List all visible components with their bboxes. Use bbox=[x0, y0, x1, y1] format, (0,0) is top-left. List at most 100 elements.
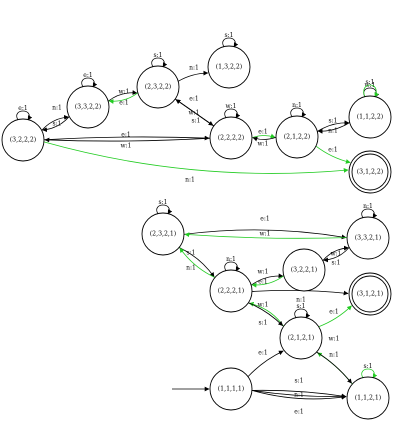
edge-path bbox=[294, 308, 311, 319]
state-node: (1,3,2,2) bbox=[207, 45, 251, 89]
state-label: (3,3,2,2) bbox=[75, 104, 101, 111]
edge-label: w:1 bbox=[119, 89, 130, 96]
edge-label: s:1 bbox=[259, 320, 268, 327]
edge-path bbox=[318, 305, 352, 328]
edge-label: e:1 bbox=[83, 72, 92, 79]
edge-label: s:1 bbox=[332, 260, 341, 267]
state-circle bbox=[282, 248, 326, 292]
edge-label: s:1 bbox=[329, 118, 338, 125]
edge-label: w:1 bbox=[260, 231, 271, 238]
edge-path bbox=[151, 57, 168, 68]
state-circle bbox=[209, 269, 253, 313]
edge: s:1 bbox=[361, 363, 378, 379]
edge-label: s:1 bbox=[225, 32, 234, 39]
edge-label: e:1 bbox=[294, 409, 303, 416]
state-node: (2,2,2,2) bbox=[209, 116, 253, 160]
edge-path bbox=[178, 247, 215, 278]
edge-label: e:1 bbox=[258, 350, 267, 357]
state-node: (1,1,2,1) bbox=[346, 376, 390, 420]
edge-path bbox=[44, 137, 211, 143]
edge: e:1 bbox=[108, 92, 139, 107]
edge-path bbox=[247, 350, 284, 377]
edge-label: e:1 bbox=[260, 216, 269, 223]
edge-label: w:1 bbox=[258, 141, 269, 148]
edge: n:1 bbox=[43, 141, 349, 184]
state-circle bbox=[136, 65, 180, 109]
state-circle bbox=[279, 316, 323, 360]
state-circle bbox=[209, 367, 253, 411]
edge: e:1 bbox=[251, 390, 347, 416]
edge: s:1 bbox=[251, 378, 347, 399]
edge-label: w:1 bbox=[189, 110, 200, 117]
state-label: (1,1,2,1) bbox=[355, 395, 381, 402]
edge-label: w:1 bbox=[226, 103, 237, 110]
edge-path bbox=[363, 84, 379, 98]
edge-label: n:1 bbox=[185, 177, 195, 184]
edge-label: s:1 bbox=[159, 199, 168, 206]
edge: s:1 bbox=[323, 247, 350, 267]
state-label: (2,2,2,1) bbox=[218, 288, 244, 295]
edge: n:1 bbox=[224, 256, 241, 272]
edge: w:1 bbox=[248, 302, 284, 327]
edge-path bbox=[184, 232, 348, 239]
state-node: (3,1,2,1) bbox=[348, 272, 392, 316]
edge-label: s:1 bbox=[53, 121, 62, 128]
edge-path bbox=[224, 261, 241, 272]
state-label: (2,3,2,2) bbox=[145, 84, 171, 91]
state-circle bbox=[275, 115, 319, 159]
state-label: (3,1,2,1) bbox=[357, 291, 383, 298]
state-circle bbox=[1, 118, 45, 162]
edge-path bbox=[175, 99, 215, 127]
edge: e:1 bbox=[81, 72, 98, 88]
edge-path bbox=[43, 141, 349, 174]
edge-label: n:1 bbox=[226, 256, 236, 263]
edge-path bbox=[251, 133, 276, 139]
edge: e:1 bbox=[183, 216, 347, 240]
edge-label: s:1 bbox=[192, 118, 201, 125]
state-circle bbox=[141, 212, 185, 256]
state-label: (3,2,2,1) bbox=[291, 267, 317, 274]
state-node: (2,1,2,2) bbox=[275, 115, 319, 159]
edge: s:1 bbox=[42, 116, 70, 133]
state-node: (2,3,2,2) bbox=[136, 65, 180, 109]
edge-path bbox=[179, 247, 216, 278]
edge-label: s:1 bbox=[154, 52, 163, 59]
state-circle bbox=[346, 216, 390, 260]
edge-path bbox=[183, 229, 347, 240]
edge-path bbox=[315, 145, 351, 164]
edge-label: n:1 bbox=[189, 65, 199, 72]
state-circle bbox=[207, 45, 251, 89]
edge-path bbox=[177, 70, 209, 82]
state-node: (3,2,2,1) bbox=[282, 248, 326, 292]
edge: s:1 bbox=[294, 303, 311, 319]
edge-path bbox=[317, 122, 350, 134]
state-node: (2,2,2,1) bbox=[209, 269, 253, 313]
edge-path bbox=[316, 351, 352, 384]
state-label: (2,3,2,1) bbox=[150, 231, 176, 238]
edge-label: e:1 bbox=[189, 96, 198, 103]
edge-path bbox=[43, 135, 210, 141]
edge-path bbox=[361, 368, 378, 379]
edge-label: n:1 bbox=[328, 128, 338, 135]
edge: e:1 bbox=[251, 275, 285, 288]
edge-label: w:1 bbox=[258, 302, 269, 309]
edge: e:1 bbox=[318, 305, 352, 328]
edge-label: n:1 bbox=[329, 352, 339, 359]
state-node: (3,2,2,2) bbox=[1, 118, 45, 162]
edge: s:1 bbox=[156, 199, 173, 215]
nodes-layer: (3,2,2,2) (3,3,2,2) (2,3,2,2) (1,3,2,2) (2,2… bbox=[1, 45, 392, 420]
edge-label: n:1 bbox=[186, 265, 196, 272]
edge: w:1 bbox=[224, 103, 241, 119]
edge-label: n:1 bbox=[52, 105, 62, 112]
edge-path bbox=[251, 390, 347, 400]
state-node: (3,3,2,2) bbox=[66, 85, 110, 129]
edge: n:1 bbox=[290, 102, 307, 118]
edge-path bbox=[251, 275, 285, 288]
edge-path bbox=[251, 389, 347, 399]
edge: w:1 bbox=[44, 137, 211, 150]
edge-path bbox=[108, 92, 139, 104]
edge-path bbox=[224, 108, 241, 119]
state-label: (1,3,2,2) bbox=[216, 64, 242, 71]
